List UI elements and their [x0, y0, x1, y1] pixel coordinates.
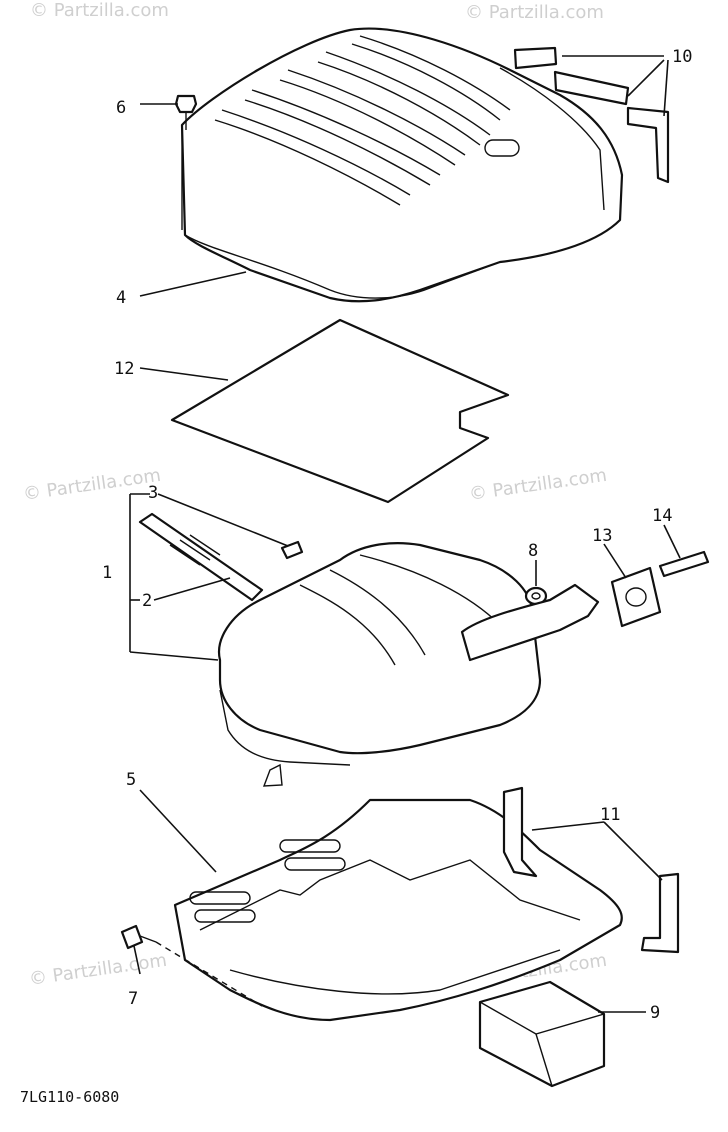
callout-6: 6 [116, 98, 126, 118]
part-12-gasket-sheet [170, 318, 510, 504]
callout-5: 5 [126, 770, 136, 790]
watermark-3: © Partzilla.com [22, 465, 162, 505]
part-3-bolt [280, 540, 304, 560]
callout-9: 9 [650, 1003, 660, 1023]
part-1-muffler [217, 542, 542, 787]
leader-lines [129, 55, 681, 1013]
callout-3: 3 [148, 483, 158, 503]
callout-11: 11 [600, 805, 620, 825]
callout-1: 1 [102, 563, 112, 583]
diagram-code: 7LG110-6080 [20, 1088, 119, 1106]
watermark-2: © Partzilla.com [465, 2, 604, 23]
exhaust-pipe [460, 583, 600, 662]
callout-14: 14 [652, 506, 672, 526]
watermark-5: © Partzilla.com [28, 950, 168, 990]
callout-labels: 6 4 12 10 3 1 2 8 13 14 5 11 7 9 [102, 47, 692, 1023]
part-9-block [478, 980, 606, 1088]
part-4-upper-cover [180, 27, 624, 303]
watermark-4: © Partzilla.com [468, 465, 608, 505]
callout-13: 13 [592, 526, 612, 546]
part-11-straps [502, 786, 680, 954]
callout-10: 10 [672, 47, 692, 67]
callout-7: 7 [128, 989, 138, 1009]
part-7-bolt [120, 924, 263, 1007]
watermark-1: © Partzilla.com [30, 0, 169, 21]
callout-12: 12 [114, 359, 134, 379]
part-13-gasket [610, 566, 662, 628]
part-14-stud [658, 550, 710, 578]
callout-4: 4 [116, 288, 126, 308]
callout-8: 8 [528, 541, 538, 561]
part-2-spark-arrester [138, 512, 264, 602]
callout-2: 2 [142, 591, 152, 611]
part-10-clamps [513, 46, 670, 184]
